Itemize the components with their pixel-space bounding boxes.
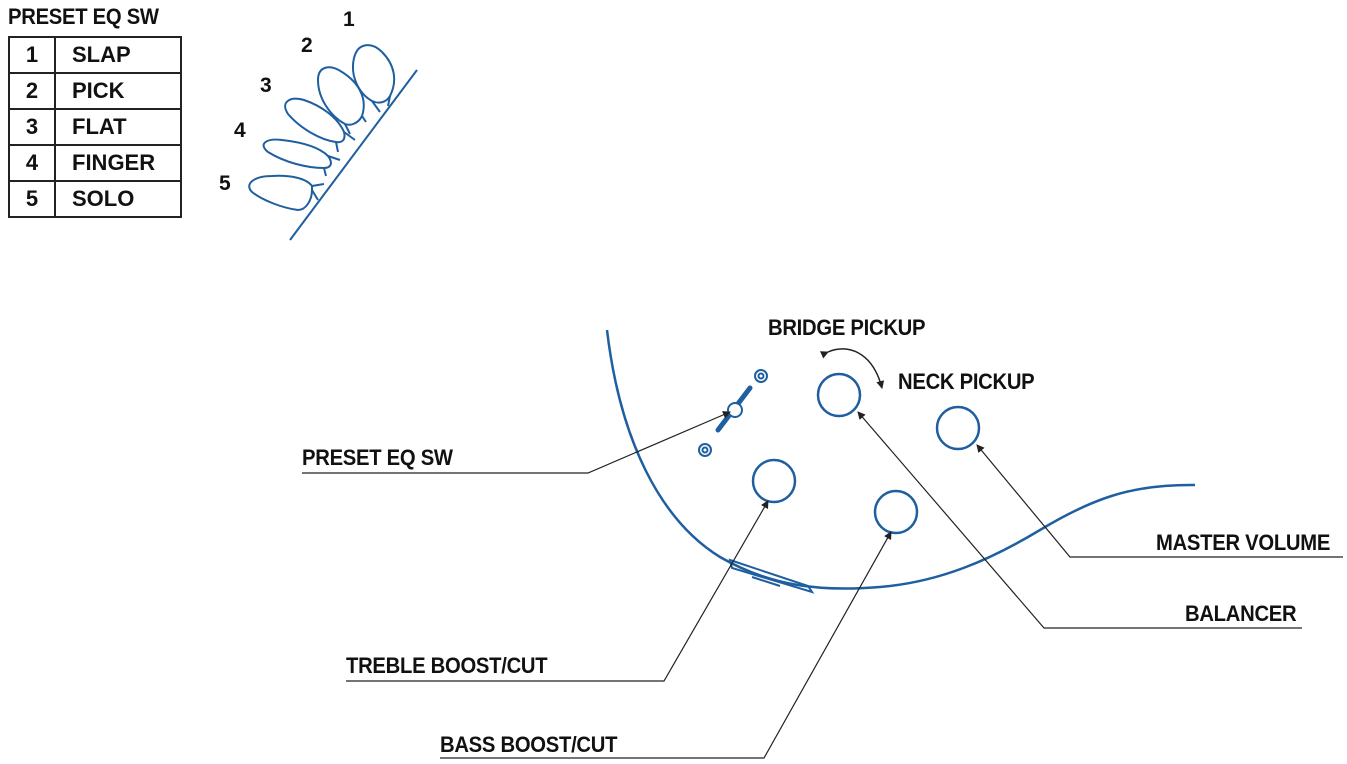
pickup-balance-arrow xyxy=(819,348,885,389)
leader-balancer xyxy=(857,411,1302,629)
row-name: FLAT xyxy=(54,108,182,146)
bass-knob xyxy=(873,489,919,535)
row-number: 1 xyxy=(8,36,56,74)
row-name: FINGER xyxy=(54,144,182,182)
table-row: 1 SLAP xyxy=(8,36,182,74)
row-number: 3 xyxy=(8,108,56,146)
switch-screw-top xyxy=(754,369,768,383)
leader-bass xyxy=(440,531,892,759)
switch-position-1: 1 xyxy=(343,8,355,31)
leader-preset-eq xyxy=(302,411,731,474)
row-number: 2 xyxy=(8,72,56,110)
switch-petal-1 xyxy=(352,44,396,104)
switch-position-3: 3 xyxy=(260,74,272,97)
switch-pivot xyxy=(727,402,743,418)
row-number: 5 xyxy=(8,180,56,218)
row-name: PICK xyxy=(54,72,182,110)
output-jack-plate xyxy=(728,558,815,594)
table-row: 2 PICK xyxy=(8,72,182,110)
master-volume-label: MASTER VOLUME xyxy=(1156,530,1331,555)
bridge-pickup-label: BRIDGE PICKUP xyxy=(768,315,926,340)
switch-position-5: 5 xyxy=(219,172,231,195)
table-row: 3 FLAT xyxy=(8,108,182,146)
bass-boost-cut-label: BASS BOOST/CUT xyxy=(440,732,618,757)
switch-position-4: 4 xyxy=(234,119,246,142)
preset-eq-table: 1 SLAP 2 PICK 3 FLAT 4 FINGER 5 SOLO xyxy=(8,36,182,218)
balancer-label: BALANCER xyxy=(1185,601,1297,626)
preset-eq-switch xyxy=(698,369,768,457)
treble-knob xyxy=(751,458,797,504)
treble-boost-cut-label: TREBLE BOOST/CUT xyxy=(346,653,548,678)
neck-pickup-label: NECK PICKUP xyxy=(898,369,1035,394)
leader-lines xyxy=(302,411,1343,759)
switch-petal-5 xyxy=(248,174,313,211)
table-row: 4 FINGER xyxy=(8,144,182,182)
row-number: 4 xyxy=(8,144,56,182)
table-row: 5 SOLO xyxy=(8,180,182,218)
body-outline xyxy=(605,329,1196,590)
rotary-switch-illustration xyxy=(248,44,418,241)
switch-baseline xyxy=(289,69,418,241)
switch-petal-4 xyxy=(262,138,332,169)
leader-treble xyxy=(346,500,769,682)
switch-petal-3 xyxy=(284,97,346,144)
balancer-knob xyxy=(816,372,862,418)
preset-eq-table-title: PRESET EQ SW xyxy=(8,4,159,29)
switch-position-2: 2 xyxy=(301,34,313,57)
master-volume-knob xyxy=(935,405,981,451)
switch-petal-2 xyxy=(317,66,365,126)
leader-master-volume xyxy=(976,444,1343,558)
switch-connectors xyxy=(311,95,391,201)
row-name: SLAP xyxy=(54,36,182,74)
preset-eq-sw-label: PRESET EQ SW xyxy=(302,445,453,470)
row-name: SOLO xyxy=(54,180,182,218)
switch-screw-top-inner xyxy=(757,372,765,380)
switch-screw-bottom-inner xyxy=(701,446,709,454)
switch-screw-bottom xyxy=(698,443,712,457)
jack-plate-detail xyxy=(751,576,781,587)
